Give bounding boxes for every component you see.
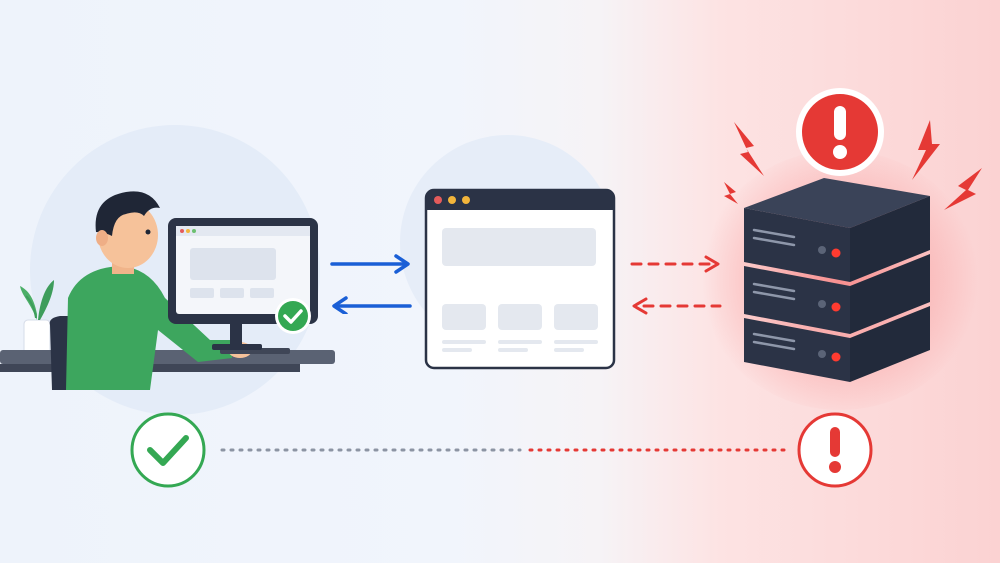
status-line xyxy=(130,412,873,488)
browser-window-icon xyxy=(424,188,616,370)
dashed-response-arrow-icon xyxy=(632,297,722,315)
alert-badge-icon xyxy=(796,88,884,176)
lightning-left-icon xyxy=(734,122,764,176)
person-at-computer-icon xyxy=(0,191,335,390)
failing-server-link xyxy=(630,255,722,315)
check-badge-icon xyxy=(275,298,311,334)
lightning-bolts xyxy=(724,120,982,210)
server-rack-icon xyxy=(744,178,930,382)
plant-icon xyxy=(20,280,54,357)
request-arrow-icon xyxy=(330,254,410,274)
dashed-request-arrow-icon xyxy=(630,255,720,273)
check-circle-icon xyxy=(130,412,206,488)
exclamation-circle-icon xyxy=(797,412,873,488)
lightning-right-icon xyxy=(912,120,940,180)
lightning-small-icon xyxy=(724,182,738,204)
response-arrow-icon xyxy=(332,296,412,314)
request-response-arrows xyxy=(330,254,412,314)
lightning-far-right-icon xyxy=(944,168,982,210)
